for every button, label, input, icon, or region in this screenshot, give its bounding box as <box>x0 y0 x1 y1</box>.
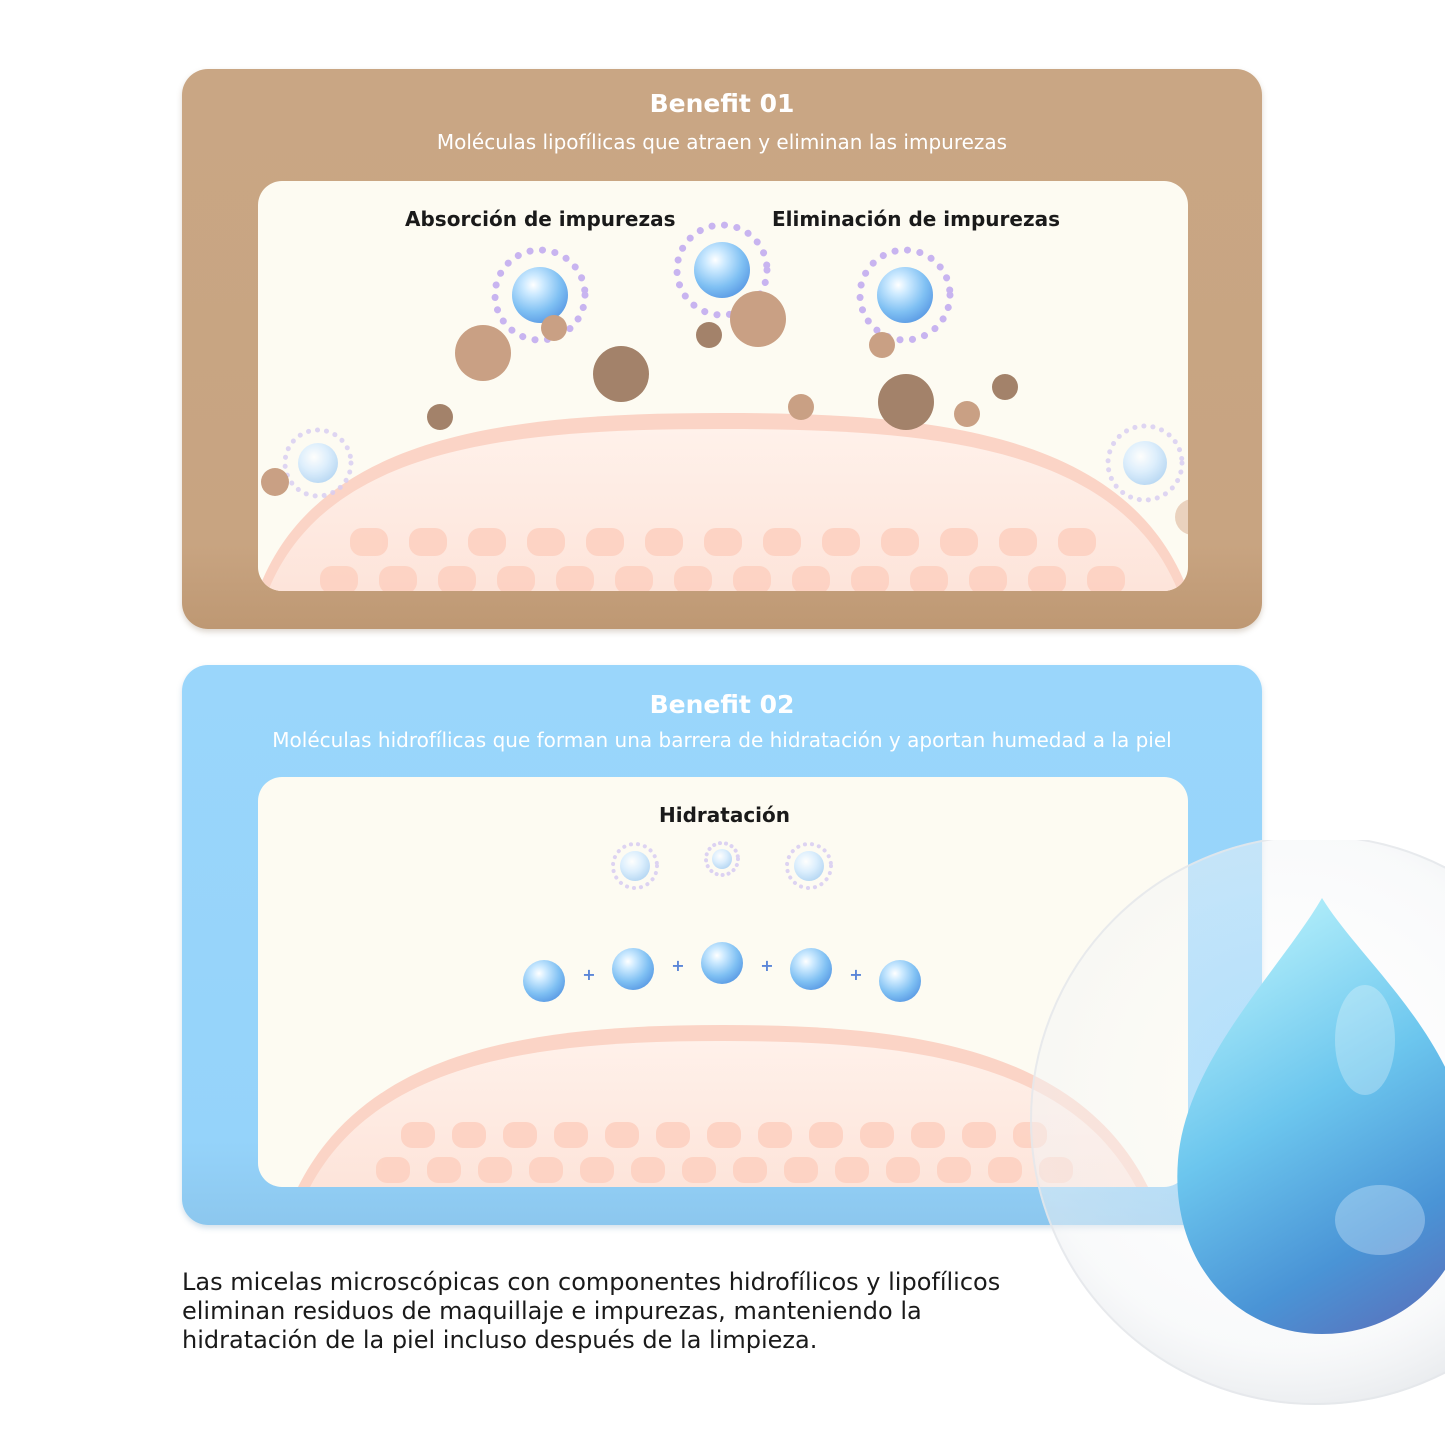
micelle-icon <box>491 246 589 344</box>
impurity-removal-illustration: Absorción de impurezas Eliminación de im… <box>258 181 1188 591</box>
benefit-02-title: Benefit 02 <box>649 690 795 719</box>
hydration-barrier: + + + + <box>523 942 921 1002</box>
skin-layer-icon <box>258 413 1188 591</box>
skin-layer-icon <box>298 1025 1148 1187</box>
water-drop-icon <box>1177 898 1445 1334</box>
micelle-icon <box>1105 423 1185 503</box>
benefit-01-card: Benefit 01 Moléculas lipofílicas que atr… <box>182 69 1262 629</box>
svg-text:+: + <box>849 965 862 984</box>
micelle-icon <box>704 841 740 877</box>
micelle-icon <box>282 427 354 499</box>
micelle-icon <box>611 842 659 890</box>
impurity-particle-icon <box>261 291 1188 535</box>
svg-text:+: + <box>582 965 595 984</box>
description-caption: Las micelas microscópicas con componente… <box>182 1268 1001 1354</box>
hydration-illustration: + + + + Hidratación <box>258 777 1188 1187</box>
svg-text:+: + <box>760 956 773 975</box>
absorption-label: Absorción de impurezas <box>405 207 676 231</box>
benefit-01-title: Benefit 01 <box>649 89 795 118</box>
micelle-icon <box>673 221 771 319</box>
micelle-icon <box>785 842 833 890</box>
svg-text:+: + <box>671 956 684 975</box>
micelle-icon <box>856 246 954 344</box>
hydration-label: Hidratación <box>659 803 791 827</box>
benefit-02-card: Benefit 02 Moléculas hidrofílicas que fo… <box>182 665 1262 1225</box>
benefit-01-subtitle: Moléculas lipofílicas que atraen y elimi… <box>436 130 1008 154</box>
elimination-label: Eliminación de impurezas <box>772 207 1061 231</box>
benefit-02-subtitle: Moléculas hidrofílicas que forman una ba… <box>272 728 1172 752</box>
water-drop-decoration <box>1030 840 1445 1405</box>
